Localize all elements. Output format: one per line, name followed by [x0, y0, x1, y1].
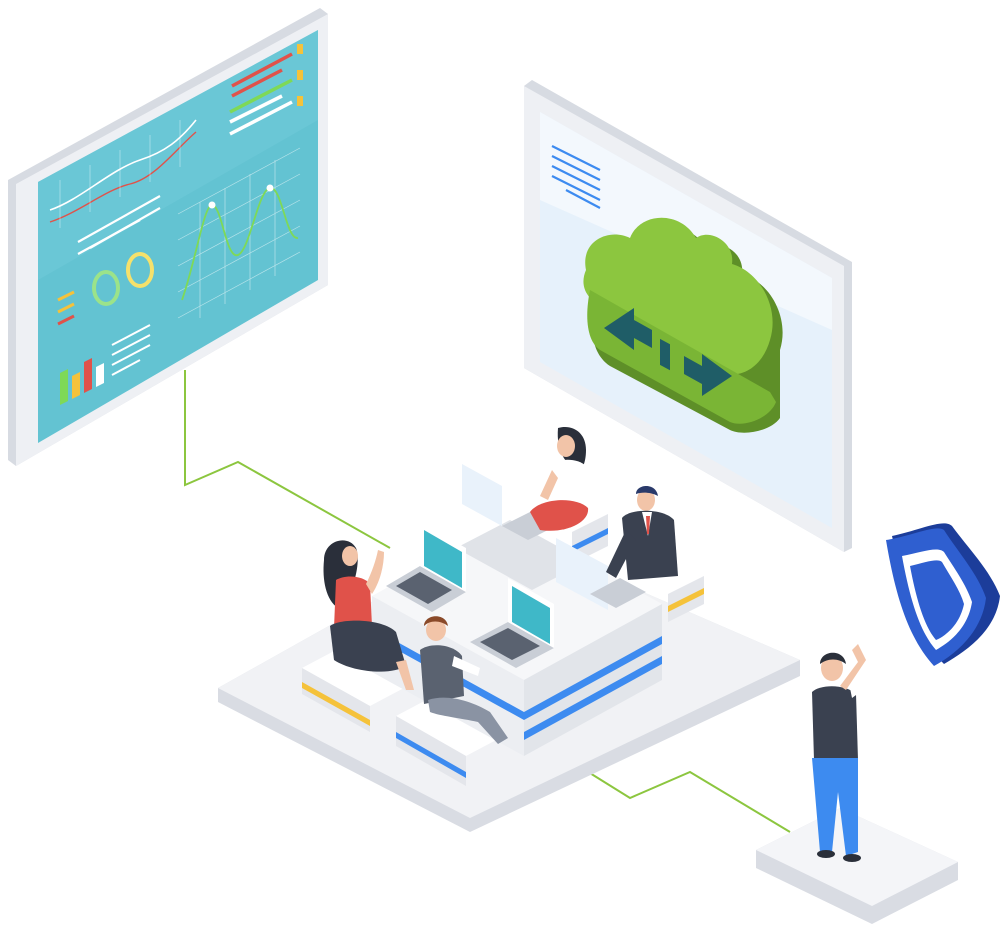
man-suit-hair: [636, 486, 658, 496]
man-front-arm: [452, 656, 480, 676]
man-suit-jacket: [622, 510, 678, 580]
arrow-left-icon: [604, 308, 652, 350]
person-woman-back: [530, 426, 589, 531]
standing-man-arm-left: [840, 644, 866, 690]
woman-front-arm: [366, 550, 384, 594]
standing-man-shoe-right: [843, 854, 861, 862]
standing-man-shoe-left: [817, 850, 835, 858]
standing-man-head: [821, 655, 843, 681]
dashboard-text-lines: [77, 195, 161, 255]
man-suit-arm: [606, 530, 636, 578]
dashboard-text-block: [111, 324, 151, 376]
man-suit-tie: [646, 516, 650, 534]
laptop-1-keyboard: [396, 572, 452, 604]
table-stripe-right-2: [524, 656, 662, 740]
woman-front-top: [334, 576, 372, 628]
shield-core: [910, 560, 964, 640]
man-suit-face: [637, 489, 655, 511]
table-stripe-right: [524, 636, 662, 720]
bench-left-stripe: [302, 682, 370, 726]
laptop-2-keyboard: [480, 628, 540, 660]
bench-right-top: [650, 566, 704, 594]
standing-man-hair: [820, 652, 846, 664]
laptop-1-screen: [424, 530, 462, 588]
man-front-hair: [424, 616, 448, 626]
man-front-legs: [428, 697, 508, 744]
cloud-tablet-screen-shade: [540, 112, 832, 330]
table-inner-hole: [456, 520, 586, 590]
dashboard-ring-green: [92, 270, 120, 306]
bench-right-stripe: [668, 588, 704, 612]
dashboard-chart-grid: [59, 120, 181, 228]
dashboard-tablet: [8, 8, 328, 466]
dashboard-top-lines: [229, 44, 303, 136]
shield-icon: [886, 523, 1000, 666]
man-front-vest: [420, 645, 464, 704]
dashboard-line-chart-red: [49, 131, 197, 223]
person-figure: [323, 426, 898, 862]
arrow-right-icon: [684, 354, 732, 396]
cloud-face: [583, 217, 773, 375]
laptop-3-lid: [462, 464, 502, 526]
dashboard-wave-point-2: [266, 184, 274, 192]
bench-front-stripe: [396, 732, 466, 778]
bench-back-stripe: [572, 528, 608, 552]
woman-back-arm: [540, 470, 558, 500]
person-man-suit: [606, 486, 678, 580]
connector-desk-to-person: [584, 769, 791, 833]
dashboard-screen-shade: [38, 30, 318, 280]
woman-front-leg: [396, 660, 414, 690]
cloud-tablet-text-lines: [551, 145, 601, 209]
woman-back-face: [557, 435, 575, 457]
dashboard-bar-chart: [60, 358, 104, 405]
laptop-4-base: [590, 578, 646, 608]
arrow-divider: [660, 338, 670, 371]
dashboard-legend: [57, 290, 75, 326]
connector-dashboard-to-desk: [184, 370, 391, 549]
woman-front-face: [342, 546, 358, 566]
woman-back-skirt: [530, 500, 589, 531]
bench-front-face: [396, 716, 466, 786]
cloud-transfer-icon: [583, 217, 783, 433]
dashboard-ring-yellow: [126, 252, 154, 288]
woman-back-shirt: [548, 459, 588, 504]
dashboard-wave-line: [181, 187, 299, 301]
person-woman-front: [323, 540, 414, 690]
bench-left-top: [302, 650, 404, 706]
woman-front-skirt: [330, 620, 406, 672]
person-man-front: [420, 616, 508, 744]
standing-man-arm-right: [850, 650, 898, 698]
bench-front-top: [396, 698, 500, 756]
man-front-head: [426, 619, 446, 641]
laptop-icon: [386, 464, 646, 668]
connector-lines: [184, 370, 791, 833]
standing-man-legs: [812, 758, 858, 856]
cloud-tablet: [524, 80, 852, 552]
standing-man-torso: [812, 686, 858, 760]
person-man-standing: [812, 644, 898, 862]
laptop-2-screen: [512, 586, 550, 644]
dashboard-wave-point-1: [208, 201, 216, 209]
